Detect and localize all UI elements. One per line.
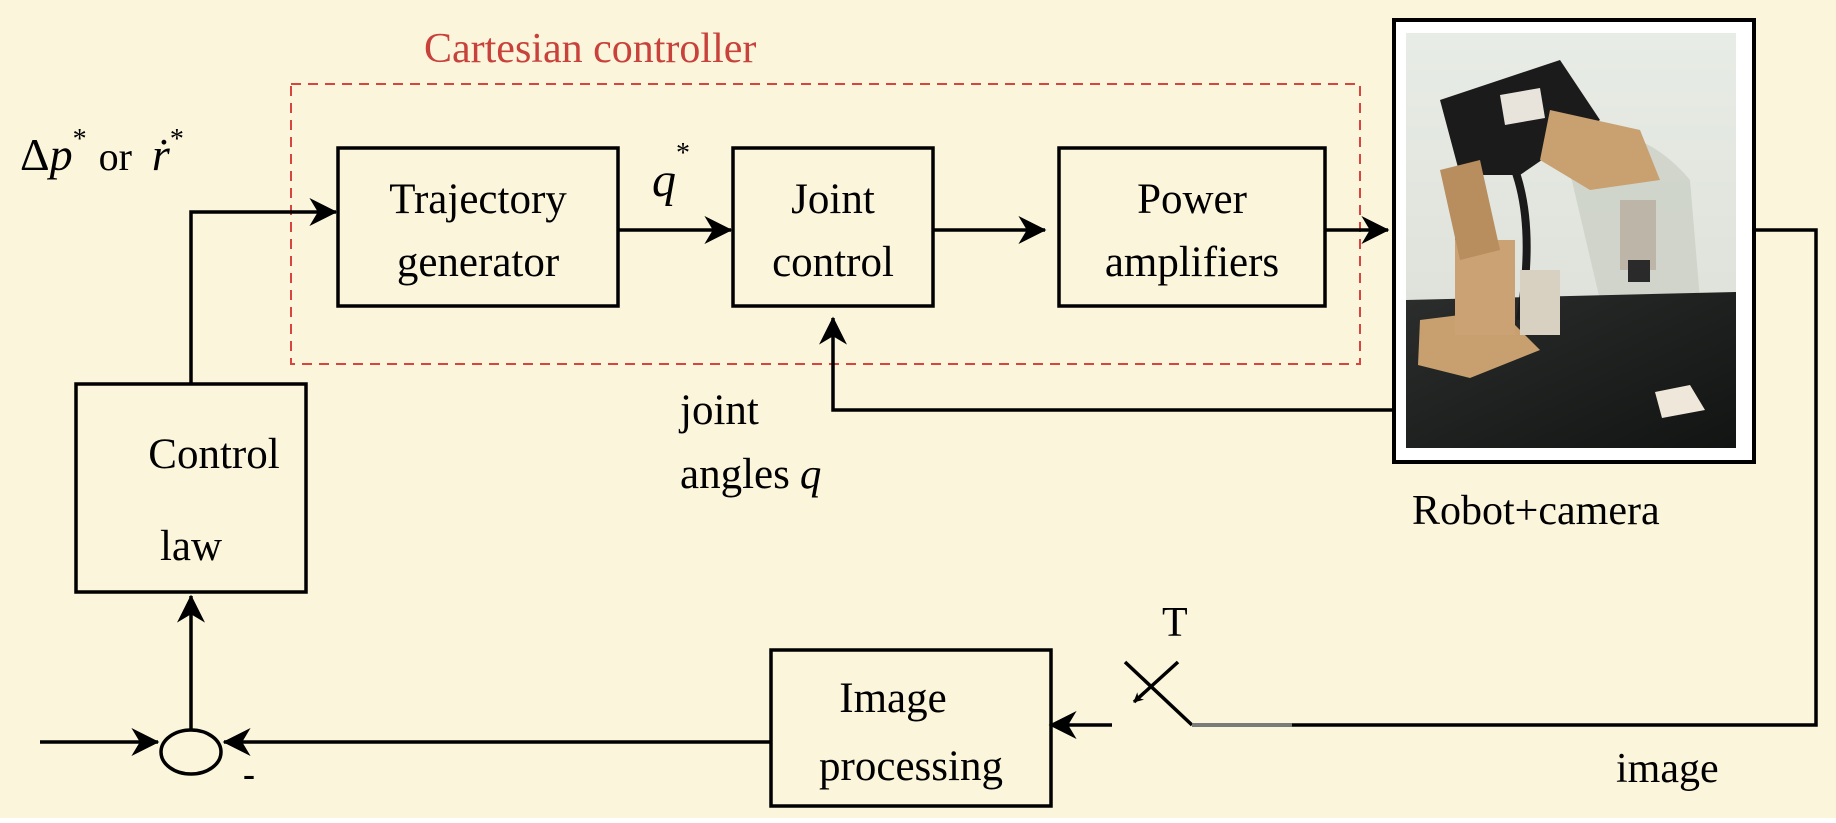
q-symbol: q bbox=[800, 451, 822, 498]
angles-word: angles bbox=[680, 451, 790, 498]
image-processing-block: Image processing bbox=[769, 648, 1053, 808]
star-superscript: * bbox=[73, 124, 87, 155]
arrow-control-to-trajectory bbox=[189, 198, 338, 384]
q-star-label: q* bbox=[652, 138, 690, 207]
block-label: Power bbox=[1137, 176, 1247, 223]
delta-symbol: Δ bbox=[20, 129, 50, 180]
block-label: processing bbox=[819, 743, 1003, 790]
star-superscript: * bbox=[170, 124, 184, 155]
p-symbol: p bbox=[47, 129, 73, 180]
arrow-joint-angle-feedback bbox=[819, 316, 1394, 412]
power-amplifiers-block: Power amplifiers bbox=[1057, 146, 1327, 308]
block-label: generator bbox=[397, 239, 559, 286]
image-signal-line bbox=[1192, 228, 1818, 727]
block-label: control bbox=[772, 239, 894, 286]
block-label: Trajectory bbox=[389, 176, 567, 223]
sampler-switch bbox=[1123, 660, 1194, 727]
cartesian-controller-label: Cartesian controller bbox=[424, 26, 756, 72]
r-dot-symbol: ṙ bbox=[152, 129, 171, 180]
block-label: Image bbox=[839, 675, 946, 722]
minus-sign: - bbox=[243, 754, 255, 794]
sampler-label: T bbox=[1162, 600, 1188, 646]
block-label: Joint bbox=[791, 176, 875, 223]
trajectory-generator-block: Trajectory generator bbox=[336, 146, 620, 308]
connections bbox=[40, 198, 1818, 756]
block-label: law bbox=[160, 523, 222, 570]
joint-angles-label: joint bbox=[678, 387, 759, 434]
star-superscript: * bbox=[676, 138, 690, 169]
block-label: amplifiers bbox=[1105, 239, 1279, 286]
joint-control-block: Joint control bbox=[731, 146, 935, 308]
or-word: or bbox=[99, 134, 132, 179]
image-label: image bbox=[1616, 746, 1719, 792]
robot-camera-photo bbox=[1392, 18, 1756, 464]
robot-caption: Robot+camera bbox=[1412, 488, 1660, 534]
robot-arm-photo-icon bbox=[1406, 33, 1736, 448]
q-symbol: q bbox=[652, 154, 676, 207]
cartesian-controller-region bbox=[290, 83, 1361, 365]
block-label: Control bbox=[148, 431, 279, 478]
